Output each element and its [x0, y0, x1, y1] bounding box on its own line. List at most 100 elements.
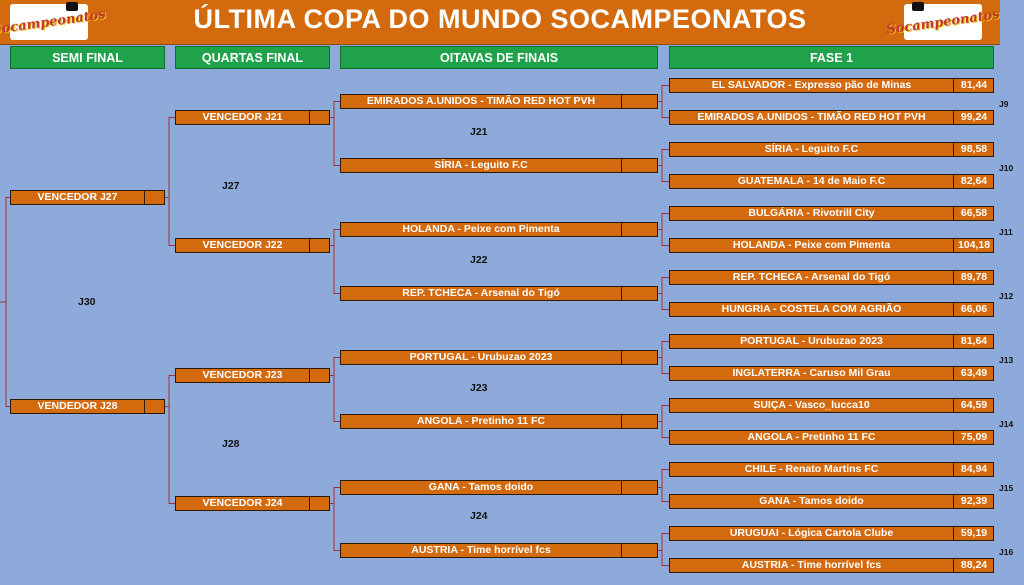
team-label: REP. TCHECA - Arsenal do Tigó [732, 271, 891, 283]
oitavas-team-box: EMIRADOS A.UNIDOS - TIMÃO RED HOT PVH [340, 94, 658, 109]
score-cell [621, 159, 657, 172]
score-cell: 89,78 [953, 271, 993, 284]
game-label: J12 [999, 291, 1014, 301]
team-label: SÍRIA - Leguito F.C [764, 143, 859, 155]
team-label: EMIRADOS A.UNIDOS - TIMÃO RED HOT PVH [697, 111, 926, 123]
score-cell: 75,09 [953, 431, 993, 444]
score-cell: 84,94 [953, 463, 993, 476]
game-label: J14 [999, 419, 1014, 429]
game-label: J15 [999, 483, 1014, 493]
team-label: AUSTRIA - Time horrível fcs [741, 559, 882, 571]
game-label: J28 [222, 438, 240, 450]
score-cell: 88,24 [953, 559, 993, 572]
score-cell: 63,49 [953, 367, 993, 380]
score-cell [621, 223, 657, 236]
oitavas-team-box: SÍRIA - Leguito F.C [340, 158, 658, 173]
oitavas-team-box: REP. TCHECA - Arsenal do Tigó [340, 286, 658, 301]
team-label: BULGÁRIA - Rivotrill City [748, 207, 875, 219]
game-label: J13 [999, 355, 1014, 365]
score-cell: 92,39 [953, 495, 993, 508]
column-header-fase1: FASE 1 [669, 46, 994, 69]
score-cell [309, 497, 329, 510]
team-label: HUNGRIA - COSTELA COM AGRIÃO [721, 303, 902, 315]
team-label: GUATEMALA - 14 de Maio F.C [737, 175, 886, 187]
team-label: HOLANDA - Peixe com Pimenta [402, 223, 560, 235]
team-label: VENCEDOR J22 [202, 239, 283, 251]
bracket-connector [330, 229, 340, 294]
semi-team-box: VENCEDOR J27 [10, 190, 165, 205]
column-header-oitavas: OITAVAS DE FINAIS [340, 46, 658, 69]
score-cell: 99,24 [953, 111, 993, 124]
score-cell: 98,58 [953, 143, 993, 156]
score-cell: 59,19 [953, 527, 993, 540]
game-label: J27 [222, 180, 240, 192]
bracket-connector [165, 117, 175, 246]
team-label: VENCEDOR J23 [202, 369, 283, 381]
logo-right: Socampeonatos [885, 2, 1001, 40]
team-label: HOLANDA - Peixe com Pimenta [732, 239, 891, 251]
title-banner: Socampeonatos ÚLTIMA COPA DO MUNDO SOCAM… [0, 0, 1001, 45]
team-label: EL SALVADOR - Expresso pão de Minas [711, 79, 912, 91]
bracket-connector [0, 197, 10, 407]
team-label: AUSTRIA - Time horrível fcs [411, 544, 551, 556]
fase1-team-box: URUGUAI - Lógica Cartola Clube 59,19 [669, 526, 994, 541]
score-cell [309, 239, 329, 252]
bracket-connector [658, 213, 669, 246]
bracket-connector [658, 85, 669, 118]
hat-icon [912, 2, 924, 11]
bracket-connector [658, 533, 669, 566]
game-label: J16 [999, 547, 1014, 557]
column-header-quartas: QUARTAS FINAL [175, 46, 330, 69]
score-cell [621, 415, 657, 428]
column-header-semi: SEMI FINAL [10, 46, 165, 69]
team-label: VENDEDOR J28 [37, 400, 118, 412]
game-label: J24 [470, 510, 488, 522]
semi-team-box: VENDEDOR J28 [10, 399, 165, 414]
oitavas-team-box: PORTUGAL - Urubuzao 2023 [340, 350, 658, 365]
score-cell [309, 369, 329, 382]
team-label: GANA - Tamos doido [428, 481, 534, 493]
oitavas-team-box: AUSTRIA - Time horrível fcs [340, 543, 658, 558]
logo-left: Socampeonatos [0, 2, 107, 40]
bracket-connector [658, 405, 669, 438]
oitavas-team-box: ANGOLA - Pretinho 11 FC [340, 414, 658, 429]
score-cell: 66,06 [953, 303, 993, 316]
fase1-team-box: BULGÁRIA - Rivotrill City 66,58 [669, 206, 994, 221]
team-label: URUGUAI - Lógica Cartola Clube [729, 527, 894, 539]
bracket-connector [658, 469, 669, 502]
quartas-team-box: VENCEDOR J23 [175, 368, 330, 383]
team-label: VENCEDOR J21 [202, 111, 283, 123]
game-label: J10 [999, 163, 1014, 173]
score-cell [621, 351, 657, 364]
bracket-connector [658, 341, 669, 374]
team-label: GANA - Tamos doido [759, 495, 864, 507]
score-cell [621, 544, 657, 557]
team-label: PORTUGAL - Urubuzao 2023 [409, 351, 553, 363]
bracket-connector [330, 101, 340, 166]
score-cell: 66,58 [953, 207, 993, 220]
game-label: J9 [999, 99, 1009, 109]
game-label: J11 [999, 227, 1013, 237]
game-label: J30 [78, 296, 96, 308]
fase1-team-box: GUATEMALA - 14 de Maio F.C 82,64 [669, 174, 994, 189]
game-label: J23 [470, 382, 488, 394]
fase1-team-box: GANA - Tamos doido 92,39 [669, 494, 994, 509]
team-label: ANGOLA - Pretinho 11 FC [417, 415, 545, 427]
fase1-team-box: HUNGRIA - COSTELA COM AGRIÃO 66,06 [669, 302, 994, 317]
bracket-connector [658, 149, 669, 182]
quartas-team-box: VENCEDOR J22 [175, 238, 330, 253]
oitavas-team-box: GANA - Tamos doido [340, 480, 658, 495]
team-label: CHILE - Renato Martins FC [744, 463, 879, 475]
fase1-team-box: INGLATERRA - Caruso Mil Grau 63,49 [669, 366, 994, 381]
score-cell: 81,64 [953, 335, 993, 348]
score-cell: 82,64 [953, 175, 993, 188]
team-label: EMIRADOS A.UNIDOS - TIMÃO RED HOT PVH [366, 95, 596, 107]
oitavas-team-box: HOLANDA - Peixe com Pimenta [340, 222, 658, 237]
team-label: INGLATERRA - Caruso Mil Grau [732, 367, 891, 379]
